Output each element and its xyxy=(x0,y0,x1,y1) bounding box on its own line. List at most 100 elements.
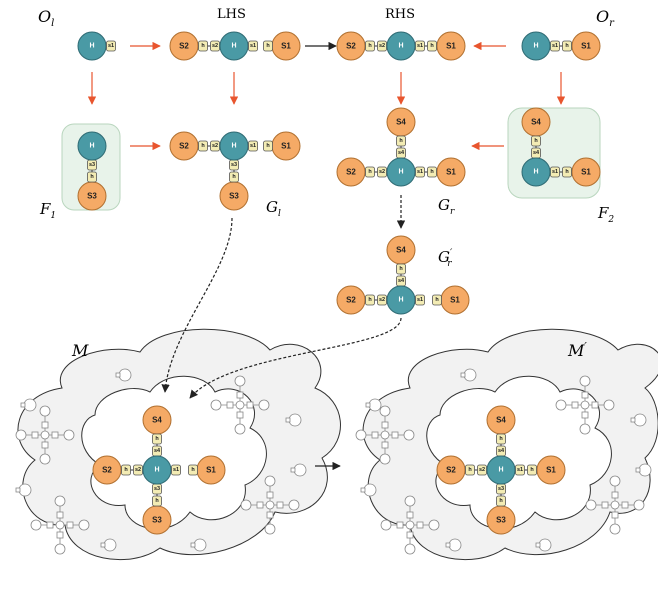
port-h xyxy=(263,40,273,52)
label-g-l: Gl xyxy=(266,198,281,219)
port-s2-label: s2 xyxy=(212,143,218,149)
hub-node-label: H xyxy=(498,467,503,474)
port-h-label: h xyxy=(266,143,270,149)
background-subgraph xyxy=(15,405,75,465)
satellite-s3-label: S3 xyxy=(496,516,506,525)
port-s4-label: s4 xyxy=(498,448,505,454)
satellite-s4-label: S4 xyxy=(496,416,506,425)
label-m-prime: M′ xyxy=(567,340,587,360)
hub-node xyxy=(219,31,249,61)
satellite-s2 xyxy=(336,31,366,61)
background-loop xyxy=(20,398,37,412)
background-subgraph xyxy=(555,375,615,435)
hub-node xyxy=(386,157,416,187)
port-h-label: h xyxy=(368,169,372,175)
port-h-label: h xyxy=(499,436,503,442)
port-h-label: h xyxy=(399,266,403,272)
port-s1-label: s1 xyxy=(250,43,256,49)
port-s1-label: s1 xyxy=(173,467,179,473)
satellite-s4-label: S4 xyxy=(152,416,162,425)
port-s1-label: s1 xyxy=(552,43,558,49)
background-loop xyxy=(285,413,302,427)
label-lhs: LHS xyxy=(217,7,246,22)
satellite-s2 xyxy=(336,157,366,187)
satellite-s2-label: S2 xyxy=(346,296,356,305)
background-subgraph xyxy=(380,495,440,555)
port-s4-label: s4 xyxy=(398,278,405,284)
satellite-s1-label: S1 xyxy=(446,42,456,51)
hub-node xyxy=(219,131,249,161)
background-loop xyxy=(535,538,552,552)
port-h xyxy=(531,135,541,147)
label-rhs: RHS xyxy=(385,7,415,22)
port-h xyxy=(365,294,375,306)
port-h-label: h xyxy=(435,297,439,303)
port-s3-label: s3 xyxy=(89,162,95,168)
port-h-label: h xyxy=(368,297,372,303)
satellite-s1 xyxy=(436,157,466,187)
port-s4-label: s4 xyxy=(533,150,540,156)
port-s2-label: s2 xyxy=(212,43,218,49)
port-s2-label: s2 xyxy=(379,169,385,175)
satellite-s2 xyxy=(336,285,366,315)
hub-node xyxy=(521,31,551,61)
satellite-s1-label: S1 xyxy=(450,296,460,305)
port-s3-label: s3 xyxy=(154,486,160,492)
satellite-s2-label: S2 xyxy=(102,466,112,475)
port-h-label: h xyxy=(565,169,569,175)
port-s1-label: s1 xyxy=(417,169,423,175)
port-h xyxy=(365,166,375,178)
hub-node-label: H xyxy=(398,169,403,176)
background-loop xyxy=(365,398,382,412)
satellite-s1 xyxy=(571,157,601,187)
background-loop xyxy=(190,538,207,552)
hub-node-label: H xyxy=(398,297,403,304)
satellite-s3-label: S3 xyxy=(152,516,162,525)
hub-node-label: H xyxy=(231,43,236,50)
port-h xyxy=(152,495,162,507)
satellite-s1 xyxy=(536,455,566,485)
label-f1: F1 xyxy=(39,200,56,221)
port-s1-label: s1 xyxy=(250,143,256,149)
port-h xyxy=(229,171,239,183)
port-h-label: h xyxy=(399,138,403,144)
port-h xyxy=(562,166,572,178)
port-s2-label: s2 xyxy=(379,297,385,303)
port-s2-label: s2 xyxy=(379,43,385,49)
port-h-label: h xyxy=(534,138,538,144)
background-loop xyxy=(115,368,132,382)
port-h-label: h xyxy=(499,498,503,504)
port-s2-label: s2 xyxy=(135,467,141,473)
port-h xyxy=(188,464,198,476)
satellite-s1-label: S1 xyxy=(206,466,216,475)
port-s1 xyxy=(171,464,181,476)
satellite-s2 xyxy=(169,31,199,61)
hub-node-label: H xyxy=(89,43,94,50)
hub-node-label: H xyxy=(89,143,94,150)
port-h xyxy=(496,495,506,507)
hub-node xyxy=(386,285,416,315)
port-h-label: h xyxy=(155,436,159,442)
cloud-m-prime xyxy=(362,328,658,561)
port-h xyxy=(87,171,97,183)
port-h-label: h xyxy=(430,43,434,49)
port-s3-label: s3 xyxy=(231,162,237,168)
hub-node xyxy=(386,31,416,61)
hub-node-label: H xyxy=(154,467,159,474)
background-loop xyxy=(460,368,477,382)
label-g-r-prime: G′r xyxy=(438,248,453,269)
port-s4-label: s4 xyxy=(398,150,405,156)
port-h-label: h xyxy=(124,467,128,473)
hub-node xyxy=(77,131,107,161)
port-s1 xyxy=(106,40,116,52)
port-h xyxy=(527,464,537,476)
background-loop xyxy=(445,538,462,552)
port-h xyxy=(465,464,475,476)
port-s1-label: s1 xyxy=(552,169,558,175)
hub-node-label: H xyxy=(533,169,538,176)
satellite-s3-label: S3 xyxy=(87,192,97,201)
background-subgraph xyxy=(210,375,270,435)
background-loop xyxy=(15,483,32,497)
background-subgraph xyxy=(355,405,415,465)
satellite-s2-label: S2 xyxy=(179,142,189,151)
